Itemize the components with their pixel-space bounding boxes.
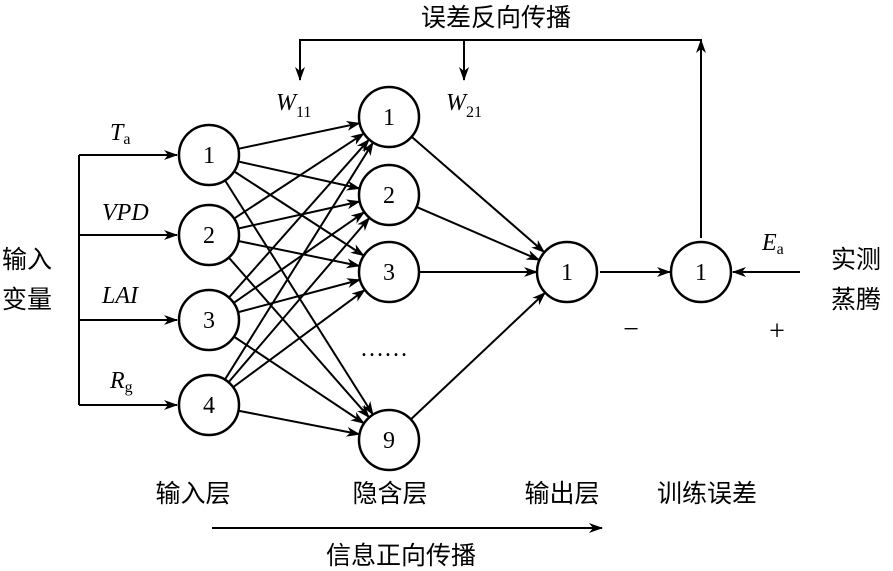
svg-text:3: 3 [383, 260, 395, 286]
input-node-1: 1 [177, 123, 241, 187]
input-variables-label-line2: 变量 [2, 285, 52, 314]
link-input-1-hidden-1 [238, 120, 361, 150]
link-input-1-hidden-4 [224, 179, 374, 416]
input-node-2: 2 [177, 203, 241, 267]
input-node-4: 4 [177, 373, 241, 437]
output-node-1: 1 [535, 240, 599, 304]
weight-w21-label: W21 [446, 90, 482, 121]
link-input-2-hidden-2 [238, 199, 361, 230]
input-var-vpd: VPD [102, 200, 149, 226]
input-var-lai: LAI [101, 283, 139, 309]
link-hidden-1-output [410, 135, 546, 254]
output-layer-label: 输出层 [524, 479, 599, 508]
input-layer-label: 输入层 [155, 479, 230, 508]
link-input-2-hidden-1 [233, 132, 365, 220]
weight-w11-label: W11 [276, 90, 311, 121]
link-input-4-hidden-1 [224, 141, 374, 381]
input-node-3: 3 [177, 288, 241, 352]
link-input-4-hidden-2 [227, 217, 371, 383]
forward-propagation-title: 信息正向传播 [326, 541, 476, 570]
plus-sign: + [769, 316, 785, 347]
link-input-4-hidden-3 [232, 289, 366, 388]
link-input-3-hidden-1 [228, 138, 370, 299]
link-input-3-hidden-2 [233, 211, 366, 304]
measured-transpiration-label-line1: 实测 [831, 245, 881, 274]
error-node-1: 1 [669, 240, 733, 304]
input-hidden-connections [224, 120, 374, 437]
training-error-label: 训练误差 [657, 479, 757, 508]
measured-var-ea: Ea [761, 230, 784, 258]
error-feedback-line [295, 39, 702, 238]
link-input-4-hidden-4 [238, 409, 361, 437]
svg-text:1: 1 [203, 143, 215, 169]
hidden-node-3: 3 [357, 240, 421, 304]
minus-sign: − [623, 314, 639, 345]
hidden-ellipsis: …… [360, 336, 408, 362]
input-var-ta: Ta [110, 120, 130, 148]
hidden-node-1: 1 [357, 85, 421, 149]
svg-text:3: 3 [203, 308, 215, 334]
link-input-2-hidden-3 [238, 240, 361, 269]
link-input-3-hidden-4 [233, 335, 365, 425]
svg-text:1: 1 [695, 260, 707, 286]
svg-text:9: 9 [383, 428, 395, 454]
hidden-node-9: 9 [357, 408, 421, 472]
hidden-node-2: 2 [357, 163, 421, 227]
svg-text:1: 1 [383, 105, 395, 131]
link-hidden-2-output [416, 205, 541, 262]
hidden-output-connections [410, 135, 546, 421]
hidden-layer-label: 隐含层 [352, 479, 427, 508]
svg-text:4: 4 [203, 393, 215, 419]
measured-transpiration-label-line2: 蒸腾 [831, 285, 881, 314]
backprop-title: 误差反向传播 [421, 3, 571, 32]
svg-text:2: 2 [383, 183, 395, 209]
link-input-3-hidden-3 [237, 278, 361, 314]
input-variables-label-line1: 输入 [2, 245, 52, 274]
svg-text:2: 2 [203, 223, 215, 249]
input-var-rg: Rg [109, 368, 133, 396]
link-hidden-4-output [410, 291, 546, 421]
link-input-1-hidden-3 [233, 170, 365, 257]
svg-text:1: 1 [561, 260, 573, 286]
